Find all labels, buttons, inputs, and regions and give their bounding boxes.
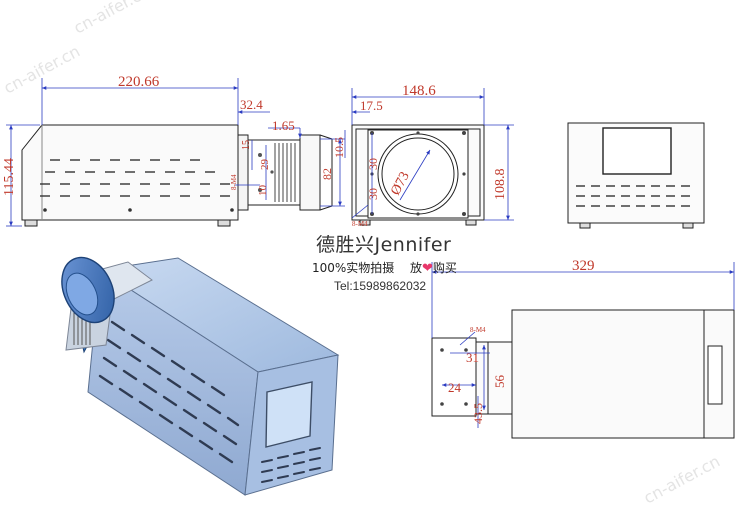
dim-front-hole-b: 30 xyxy=(366,158,380,170)
heart-icon: ❤ xyxy=(421,261,433,276)
front-view xyxy=(351,124,485,226)
dim-top-b: 24 xyxy=(448,380,462,395)
dim-side-length: 220.66 xyxy=(118,74,160,90)
brand-label: 德胜兴Jennifer xyxy=(316,234,452,256)
dim-top-c: 56 xyxy=(492,375,507,389)
dim-front-screw: 8-M4 xyxy=(352,220,368,228)
slogan-row: 100%实物拍摄 放❤购买 xyxy=(312,259,457,276)
slogan-left: 100%实物拍摄 xyxy=(312,261,395,275)
side-view-dimension-labels: 220.66 115.44 32.4 1.65 82 15 29 10 8-M4 xyxy=(2,74,334,196)
rear-view xyxy=(567,122,705,229)
dim-front-height: 108.8 xyxy=(493,169,508,201)
side-view-dimensions xyxy=(6,78,345,227)
dim-side-hole-a: 15 xyxy=(241,140,252,150)
dim-front-hole-a: 10.5 xyxy=(332,137,346,158)
dim-side-screw: 8-M4 xyxy=(230,174,238,190)
dim-side-mount-height: 82 xyxy=(320,168,334,180)
dim-top-length: 329 xyxy=(572,258,595,274)
dim-side-hole-b: 29 xyxy=(259,159,271,171)
dim-front-offset: 17.5 xyxy=(360,98,383,113)
dim-side-mount-offset: 32.4 xyxy=(240,97,263,112)
slogan-right-2: 购买 xyxy=(432,261,457,275)
top-view-dimensions xyxy=(431,262,735,428)
front-view-dimensions xyxy=(344,88,514,221)
slogan-right-1: 放 xyxy=(409,261,422,275)
top-view-dimension-labels: 329 8-M4 31 24 56 43.5 xyxy=(448,258,595,424)
side-view xyxy=(21,124,333,227)
dim-side-mount-gap: 1.65 xyxy=(272,118,295,133)
top-view xyxy=(431,309,735,439)
dim-top-a: 31 xyxy=(466,350,479,365)
tel-label: Tel:15989862032 xyxy=(334,279,427,293)
product-3d-render xyxy=(61,256,340,496)
dim-front-width: 148.6 xyxy=(402,83,436,99)
dim-top-d: 43.5 xyxy=(471,403,485,424)
dim-side-hole-c: 10 xyxy=(257,185,269,197)
dim-top-screw: 8-M4 xyxy=(470,326,486,334)
dim-front-hole-c: 30 xyxy=(366,188,380,200)
dim-side-height: 115.44 xyxy=(2,158,17,196)
